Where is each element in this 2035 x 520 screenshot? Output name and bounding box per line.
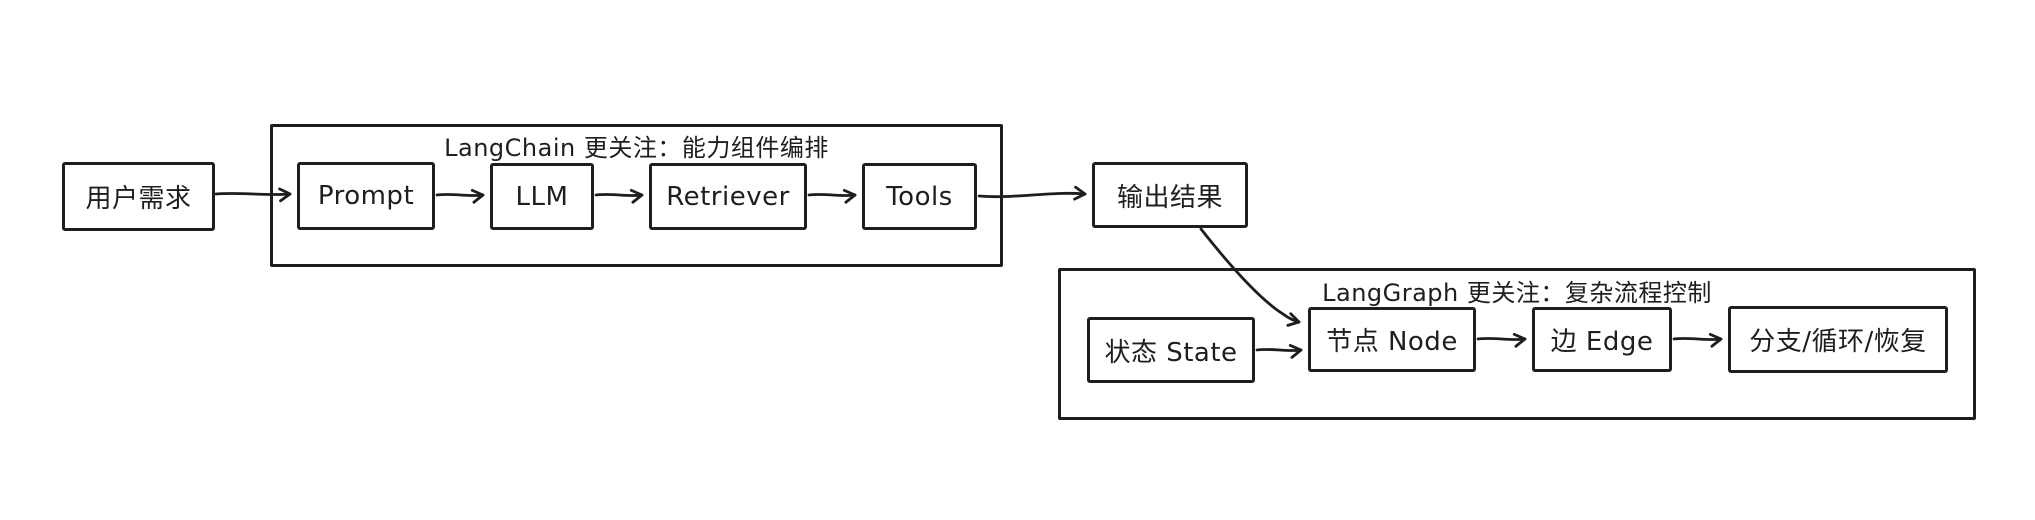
node-branch-loop-resume: 分支/循环/恢复 [1728, 306, 1948, 373]
node-llm-label: LLM [515, 181, 569, 212]
node-prompt: Prompt [297, 162, 435, 230]
node-tools-label: Tools [886, 181, 953, 212]
node-state: 状态 State [1087, 317, 1255, 383]
node-node-label: 节点 Node [1326, 327, 1458, 357]
node-output-result: 输出结果 [1092, 162, 1248, 228]
node-retriever-label: Retriever [666, 181, 790, 212]
langchain-group-title: LangChain 更关注：能力组件编排 [444, 134, 829, 162]
node-tools: Tools [862, 163, 977, 230]
node-state-label: 状态 State [1104, 337, 1238, 368]
node-llm: LLM [490, 163, 594, 230]
node-user-request: 用户需求 [62, 162, 215, 231]
node-edge-label: 边 Edge [1550, 327, 1654, 357]
node-edge: 边 Edge [1532, 307, 1672, 372]
node-output-result-label: 输出结果 [1116, 182, 1223, 213]
langgraph-group-frame [1058, 268, 1976, 420]
langgraph-group-title: LangGraph 更关注：复杂流程控制 [1322, 279, 1712, 307]
node-retriever: Retriever [649, 163, 807, 230]
node-user-request-label: 用户需求 [85, 184, 192, 214]
node-prompt-label: Prompt [317, 181, 415, 211]
node-node: 节点 Node [1308, 307, 1476, 372]
node-branch-loop-resume-label: 分支/循环/恢复 [1749, 327, 1927, 357]
